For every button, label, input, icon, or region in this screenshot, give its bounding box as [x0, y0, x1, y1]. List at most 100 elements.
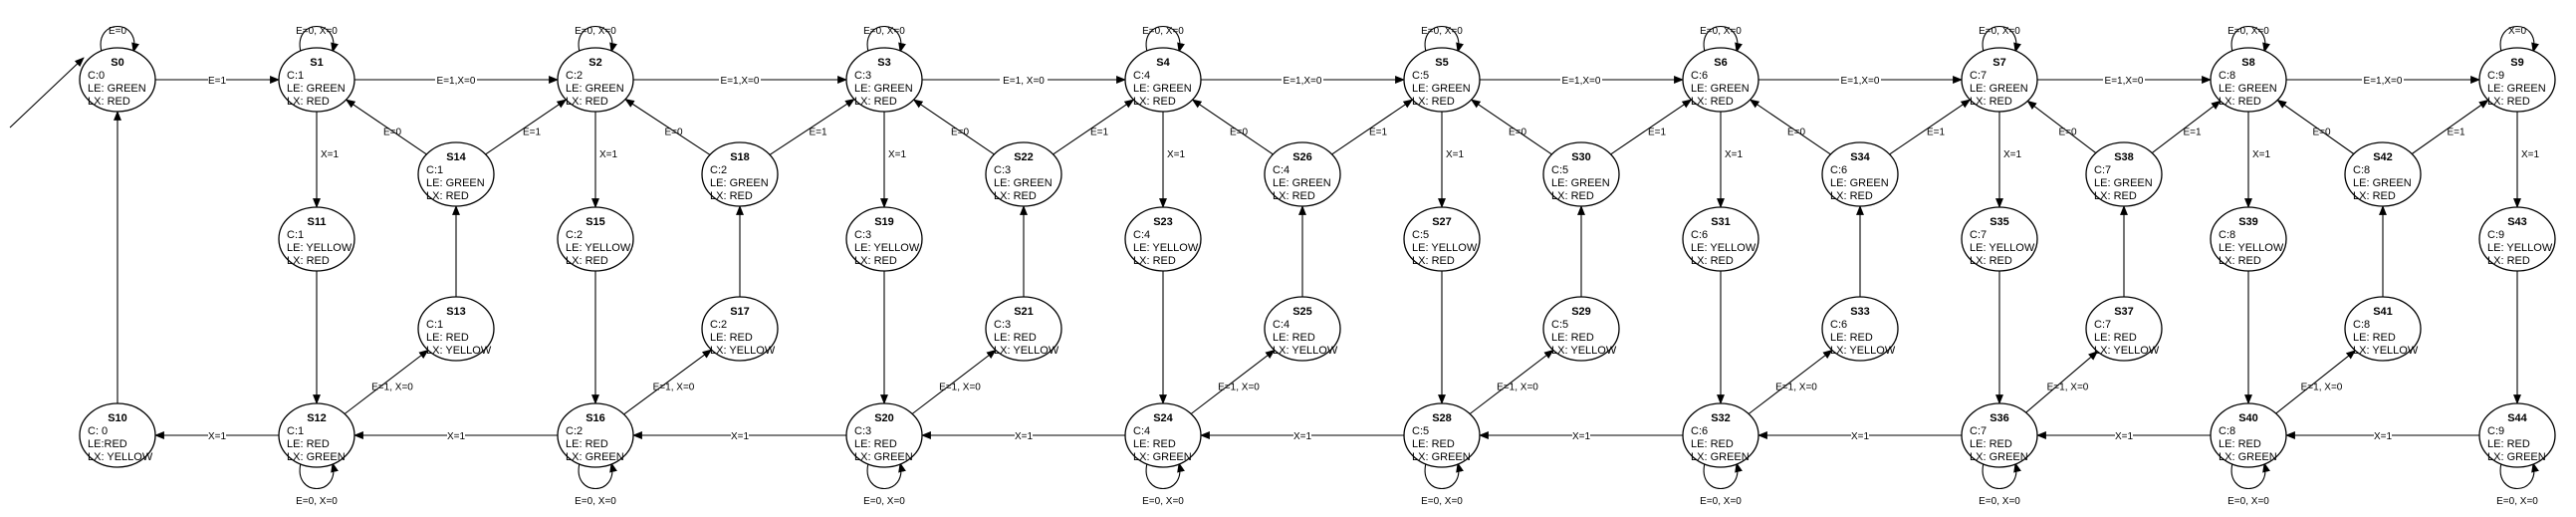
state-attribute: LX: RED — [1133, 255, 1176, 267]
transition-label: E=0, X=0 — [1979, 26, 2020, 37]
transition-label: X=1 — [599, 149, 618, 160]
state-attribute: C:2 — [710, 164, 727, 176]
state-attribute: C:1 — [426, 319, 443, 331]
state-attribute: LX: YELLOW — [1273, 345, 1338, 357]
state-title: S31 — [1711, 216, 1731, 228]
transition-arrow-s9-s9 — [2499, 26, 2539, 53]
state-attribute: C:7 — [2094, 319, 2111, 331]
state-ellipse — [845, 47, 923, 113]
state-attribute: LE: YELLOW — [1970, 242, 2035, 254]
state-ellipse — [701, 141, 779, 207]
state-attribute: C:1 — [287, 425, 304, 437]
state-attribute: LE: RED — [994, 332, 1037, 344]
state-attribute: LX: YELLOW — [1830, 345, 1896, 357]
transition-label: E=0, X=0 — [1142, 496, 1184, 507]
state-title: S4 — [1156, 57, 1170, 69]
state-attribute: C:3 — [994, 164, 1011, 176]
state-attribute: LE: GREEN — [566, 83, 624, 95]
state-attribute: LX: GREEN — [1133, 451, 1192, 463]
state-attribute: C:8 — [2219, 70, 2235, 82]
state-attribute: LX: YELLOW — [1551, 345, 1617, 357]
transition-label: E=0 — [664, 128, 683, 138]
transition-arrow-s24-s25 — [1190, 349, 1276, 414]
state-ellipse — [1124, 206, 1202, 272]
transition-label: X=1 — [2115, 431, 2134, 442]
state-attribute: LE: GREEN — [1133, 83, 1192, 95]
state-attribute: LX: RED — [1133, 96, 1176, 108]
state-attribute: C:4 — [1273, 164, 1289, 176]
transition-arrow-s32-s33 — [1748, 349, 1833, 414]
state-title: S20 — [874, 412, 894, 424]
state-attribute: LX: YELLOW — [426, 345, 492, 357]
state-ellipse — [1403, 402, 1481, 468]
transition-label: E=0 — [2312, 128, 2331, 138]
transition-label: E=0 — [383, 128, 402, 138]
transition-label: E=1,X=0 — [2364, 76, 2403, 87]
transition-arrow-s8-s8 — [2230, 26, 2270, 53]
state-ellipse — [557, 206, 634, 272]
state-title: S7 — [1992, 57, 2005, 69]
state-attribute: LE: RED — [1133, 438, 1176, 450]
transition-label: E=1, X=0 — [653, 383, 695, 393]
state-ellipse — [2085, 296, 2163, 362]
state-attribute: LE: GREEN — [994, 177, 1053, 189]
state-title: S30 — [1571, 151, 1591, 163]
transition-arrow-s30-s6 — [1610, 99, 1693, 155]
state-ellipse — [2344, 141, 2422, 207]
state-ellipse — [1821, 296, 1899, 362]
state-attribute: C:1 — [287, 229, 304, 241]
state-attribute: LX: YELLOW — [2094, 345, 2160, 357]
state-ellipse — [985, 141, 1062, 207]
state-title: S39 — [2238, 216, 2258, 228]
transition-label: X=1 — [208, 431, 227, 442]
state-attribute: LE: RED — [1970, 438, 2012, 450]
transition-label: E=1, X=0 — [2047, 383, 2089, 393]
state-ellipse — [2210, 206, 2287, 272]
transition-arrow-s16-s17 — [623, 349, 713, 415]
state-attribute: LX: RED — [2353, 190, 2396, 202]
state-attribute: LX: RED — [1830, 190, 1873, 202]
transition-arrow-s18-s3 — [769, 99, 855, 155]
state-attribute: C:1 — [287, 70, 304, 82]
transition-label: E=1, X=0 — [1218, 383, 1260, 393]
transition-label: E=1,X=0 — [1562, 76, 1601, 87]
transition-label: E=1 — [1927, 128, 1946, 138]
transition-label: E=0, X=0 — [1700, 496, 1742, 507]
transition-arrow-s42-s8 — [2276, 99, 2355, 154]
state-title: S21 — [1014, 306, 1034, 318]
transition-arrow-s36-s37 — [2025, 351, 2099, 413]
transition-arrow-s38-s7 — [2026, 100, 2097, 154]
transition-arrow-s34-s7 — [1889, 99, 1972, 155]
state-attribute: LE: GREEN — [1970, 83, 2028, 95]
state-ellipse — [2478, 47, 2556, 113]
label-background — [435, 74, 477, 86]
state-title: S17 — [730, 306, 750, 318]
state-attribute: LX: RED — [2094, 190, 2137, 202]
state-title: S40 — [2238, 412, 2258, 424]
state-attribute: LE: RED — [710, 332, 753, 344]
state-title: S11 — [308, 216, 327, 228]
transition-arrow-s34-s6 — [1749, 99, 1831, 155]
state-title: S18 — [730, 151, 750, 163]
state-attribute: LX: RED — [2219, 96, 2261, 108]
state-attribute: C:9 — [2487, 70, 2504, 82]
state-attribute: LX: RED — [710, 190, 753, 202]
transition-label: E=1,X=0 — [1841, 76, 1880, 87]
state-attribute: LX: RED — [1551, 190, 1594, 202]
state-ellipse — [845, 402, 923, 468]
state-attribute: LX: RED — [287, 96, 330, 108]
state-attribute: LE: GREEN — [2487, 83, 2546, 95]
state-title: S27 — [1432, 216, 1452, 228]
